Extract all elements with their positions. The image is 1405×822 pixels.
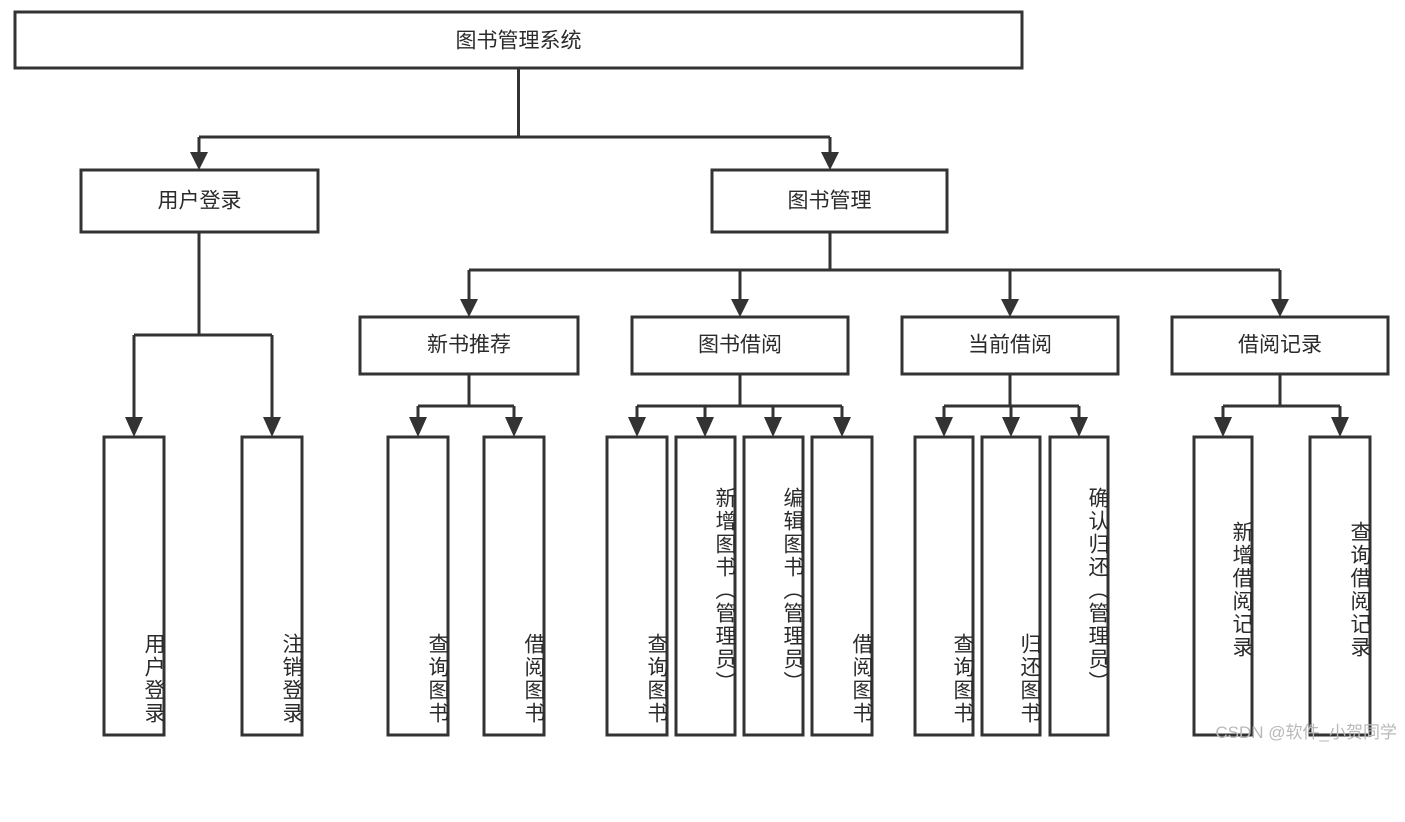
arrow-head-leaf-add-record xyxy=(1214,417,1232,437)
connectors-layer xyxy=(125,68,1349,437)
node-box-leaf-query-book-rec[interactable] xyxy=(386,435,450,737)
node-box-leaf-query-book-cur[interactable] xyxy=(913,435,975,737)
node-box-user-login[interactable] xyxy=(79,168,320,234)
arrow-head-leaf-query-record xyxy=(1331,417,1349,437)
arrow-head-leaf-borrow-book-rec xyxy=(505,417,523,437)
arrow-head-leaf-user-login xyxy=(125,417,143,437)
arrow-head-leaf-edit-book xyxy=(764,417,782,437)
watermark: CSDN @软件_小贺同学 xyxy=(1215,723,1397,742)
node-label-borrow-record: 借阅记录 xyxy=(1238,334,1322,357)
node-label-book-manage: 图书管理 xyxy=(788,190,872,213)
node-box-borrow-record[interactable] xyxy=(1170,315,1390,376)
arrow-head-leaf-user-logout xyxy=(263,417,281,437)
node-box-book-borrow[interactable] xyxy=(630,315,850,376)
node-box-leaf-add-book[interactable] xyxy=(674,435,737,737)
arrow-head-leaf-query-book-rec xyxy=(409,417,427,437)
node-label-root: 图书管理系统 xyxy=(456,30,582,53)
arrow-head-leaf-borrow-book xyxy=(833,417,851,437)
node-box-leaf-borrow-book-rec[interactable] xyxy=(482,435,546,737)
arrow-head-leaf-query-book-bor xyxy=(628,417,646,437)
node-box-root[interactable] xyxy=(13,10,1024,70)
arrow-head-current-borrow xyxy=(1001,299,1019,317)
arrow-head-leaf-return-book xyxy=(1002,417,1020,437)
node-label-book-borrow: 图书借阅 xyxy=(698,334,782,357)
diagram-root: 图书管理系统 用户登录 图书管理 新书推荐 图书借阅 当前借阅 借阅记录 xyxy=(13,10,1397,742)
node-box-leaf-query-record[interactable] xyxy=(1308,435,1372,737)
nodes-layer: 图书管理系统 用户登录 图书管理 新书推荐 图书借阅 当前借阅 借阅记录 xyxy=(13,10,1390,737)
arrow-head-new-book-rec xyxy=(460,299,478,317)
node-box-leaf-user-login[interactable] xyxy=(102,435,166,737)
arrow-head-leaf-add-book xyxy=(696,417,714,437)
node-box-leaf-borrow-book[interactable] xyxy=(810,435,874,737)
node-box-leaf-user-logout[interactable] xyxy=(240,435,304,737)
node-box-book-manage[interactable] xyxy=(710,168,949,234)
node-box-leaf-add-record[interactable] xyxy=(1192,435,1254,737)
arrow-head-book-borrow xyxy=(731,299,749,317)
arrow-head-borrow-record xyxy=(1271,299,1289,317)
node-label-current-borrow: 当前借阅 xyxy=(968,334,1052,357)
arrow-head-leaf-query-book-cur xyxy=(935,417,953,437)
node-box-current-borrow[interactable] xyxy=(900,315,1120,376)
node-box-leaf-confirm-return[interactable] xyxy=(1048,435,1110,737)
node-label-new-book-rec: 新书推荐 xyxy=(427,334,511,357)
arrow-head-leaf-confirm-return xyxy=(1070,417,1088,437)
node-box-leaf-return-book[interactable] xyxy=(980,435,1042,737)
node-box-leaf-edit-book[interactable] xyxy=(742,435,805,737)
flowchart-canvas: 图书管理系统 用户登录 图书管理 新书推荐 图书借阅 当前借阅 借阅记录 xyxy=(13,10,1390,737)
node-label-user-login: 用户登录 xyxy=(158,190,242,213)
node-box-new-book-rec[interactable] xyxy=(358,315,580,376)
arrow-head-book-manage xyxy=(821,152,839,170)
arrow-head-user-login xyxy=(190,152,208,170)
node-box-leaf-query-book-bor[interactable] xyxy=(605,435,669,737)
